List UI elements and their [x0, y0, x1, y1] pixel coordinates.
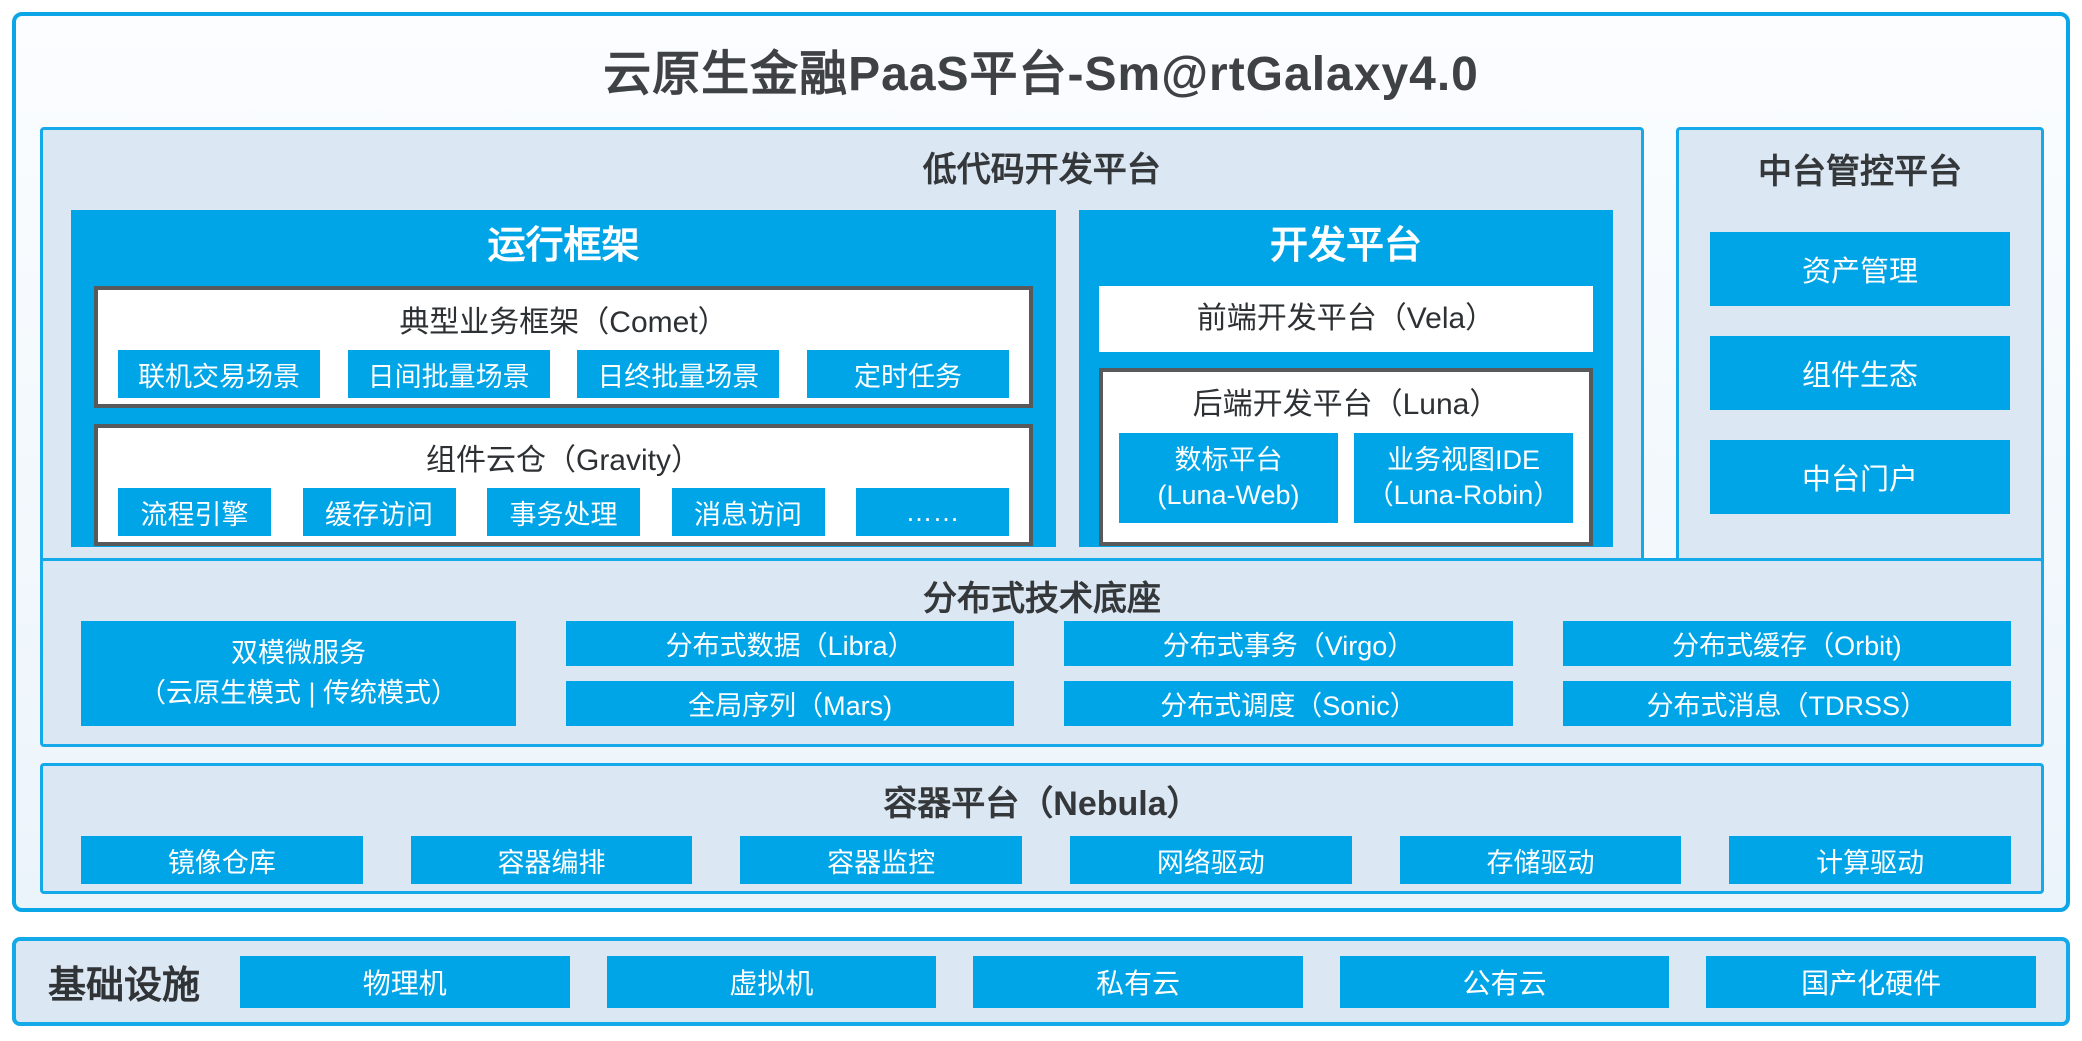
dev-platform-title: 开发平台 — [1269, 225, 1422, 267]
distributed-tech-base-header: 分布式技术底座 — [923, 580, 1161, 618]
gravity-item-transaction-processing: 事务处理 — [487, 488, 640, 536]
distributed-item-data-libra: 分布式数据（Libra） — [566, 621, 1015, 666]
lowcode-platform-body: 运行框架 典型业务框架（Comet） 联机交易场景 日间批量场景 日终批量场景 … — [71, 210, 1613, 547]
luna-item-robin: 业务视图IDE （Luna-Robin） — [1354, 433, 1573, 523]
vela-box-title: 前端开发平台（Vela） — [1196, 302, 1496, 335]
dual-mode-line1: 双模微服务 — [231, 638, 366, 669]
comet-item-online-trading: 联机交易场景 — [118, 350, 320, 398]
page-title: 云原生金融PaaS平台-Sm@rtGalaxy4.0 — [603, 48, 1479, 101]
comet-box-title: 典型业务框架（Comet） — [399, 306, 728, 339]
gravity-item-process-engine: 流程引擎 — [118, 488, 271, 536]
main-container: 云原生金融PaaS平台-Sm@rtGalaxy4.0 低代码开发平台 运行框架 … — [12, 12, 2070, 912]
comet-item-daytime-batch: 日间批量场景 — [347, 350, 550, 398]
dual-mode-line2: （云原生模式 | 传统模式） — [138, 677, 459, 708]
container-platform-panel: 容器平台（Nebula） 镜像仓库 容器编排 容器监控 网络驱动 存储驱动 计算… — [40, 763, 2044, 894]
container-item-monitoring: 容器监控 — [740, 836, 1022, 884]
distributed-tech-base-panel: 分布式技术底座 双模微服务 （云原生模式 | 传统模式） 分布式数据（Libra… — [40, 558, 2044, 747]
infra-item-public-cloud: 公有云 — [1339, 955, 1670, 1008]
distributed-item-sequence-mars: 全局序列（Mars) — [566, 681, 1015, 726]
lowcode-platform-panel: 低代码开发平台 运行框架 典型业务框架（Comet） 联机交易场景 日间批量场景… — [40, 127, 1644, 574]
middle-office-item-portal: 中台门户 — [1710, 440, 2010, 514]
container-item-image-registry: 镜像仓库 — [81, 836, 363, 884]
gravity-component-cloud-box: 组件云仓（Gravity） 流程引擎 缓存访问 事务处理 消息访问 …… — [94, 424, 1033, 546]
infrastructure-items-row: 物理机 虚拟机 私有云 公有云 国产化硬件 — [240, 955, 2036, 1008]
container-platform-header: 容器平台（Nebula） — [883, 785, 1201, 823]
comet-items-row: 联机交易场景 日间批量场景 日终批量场景 定时任务 — [98, 350, 1029, 398]
luna-item-robin-name: 业务视图IDE — [1386, 444, 1540, 475]
middle-office-panel: 中台管控平台 资产管理 组件生态 中台门户 — [1676, 127, 2044, 574]
gravity-item-cache-access: 缓存访问 — [302, 488, 456, 536]
luna-item-web-code: (Luna-Web) — [1157, 480, 1300, 510]
container-items-grid: 镜像仓库 容器编排 容器监控 网络驱动 存储驱动 计算驱动 — [81, 836, 2011, 884]
gravity-items-row: 流程引擎 缓存访问 事务处理 消息访问 …… — [98, 488, 1029, 536]
distributed-item-transaction-virgo: 分布式事务（Virgo） — [1064, 621, 1513, 666]
middle-office-item-asset-management: 资产管理 — [1710, 232, 2010, 306]
container-item-compute-driver: 计算驱动 — [1729, 836, 2011, 884]
gravity-item-message-access: 消息访问 — [671, 488, 825, 536]
luna-box-title: 后端开发平台（Luna） — [1192, 388, 1500, 421]
luna-item-robin-code: （Luna-Robin） — [1366, 480, 1561, 510]
runtime-framework-title: 运行框架 — [487, 225, 640, 267]
container-item-network-driver: 网络驱动 — [1069, 836, 1352, 884]
dev-platform-box: 开发平台 前端开发平台（Vela） 后端开发平台（Luna） 数标平台 (Lun… — [1079, 210, 1613, 547]
lowcode-platform-header: 低代码开发平台 — [922, 151, 1161, 189]
infra-item-virtual-machine: 虚拟机 — [606, 955, 937, 1008]
infra-item-domestic-hardware: 国产化硬件 — [1706, 955, 2036, 1008]
comet-item-scheduled-task: 定时任务 — [806, 350, 1009, 398]
infra-item-physical-machine: 物理机 — [240, 955, 570, 1008]
runtime-framework-box: 运行框架 典型业务框架（Comet） 联机交易场景 日间批量场景 日终批量场景 … — [71, 210, 1056, 547]
distributed-item-cache-orbit: 分布式缓存（Orbit) — [1562, 621, 2011, 666]
gravity-item-ellipsis: …… — [856, 488, 1009, 536]
luna-item-web: 数标平台 (Luna-Web) — [1119, 433, 1338, 523]
luna-backend-platform-box: 后端开发平台（Luna） 数标平台 (Luna-Web) 业务视图IDE （Lu… — [1099, 368, 1593, 546]
vela-frontend-platform-box: 前端开发平台（Vela） — [1099, 286, 1593, 352]
dual-mode-microservice-box: 双模微服务 （云原生模式 | 传统模式） — [81, 621, 516, 726]
luna-items-row: 数标平台 (Luna-Web) 业务视图IDE （Luna-Robin） — [1103, 433, 1589, 523]
container-item-storage-driver: 存储驱动 — [1399, 836, 1682, 884]
distributed-items-grid: 双模微服务 （云原生模式 | 传统模式） 分布式数据（Libra） 分布式事务（… — [81, 621, 2011, 726]
middle-office-header: 中台管控平台 — [1758, 153, 1962, 191]
distributed-item-scheduling-sonic: 分布式调度（Sonic） — [1064, 681, 1513, 726]
comet-business-framework-box: 典型业务框架（Comet） 联机交易场景 日间批量场景 日终批量场景 定时任务 — [94, 286, 1033, 408]
container-item-orchestration: 容器编排 — [410, 836, 693, 884]
infrastructure-panel: 基础设施 物理机 虚拟机 私有云 公有云 国产化硬件 — [12, 937, 2070, 1026]
comet-item-eod-batch: 日终批量场景 — [577, 350, 780, 398]
gravity-box-title: 组件云仓（Gravity） — [425, 444, 701, 477]
infra-item-private-cloud: 私有云 — [973, 955, 1303, 1008]
distributed-item-message-tdrss: 分布式消息（TDRSS） — [1562, 681, 2011, 726]
infrastructure-label: 基础设施 — [48, 965, 201, 1007]
middle-office-item-component-ecosystem: 组件生态 — [1710, 336, 2010, 410]
luna-item-web-name: 数标平台 — [1174, 444, 1283, 475]
